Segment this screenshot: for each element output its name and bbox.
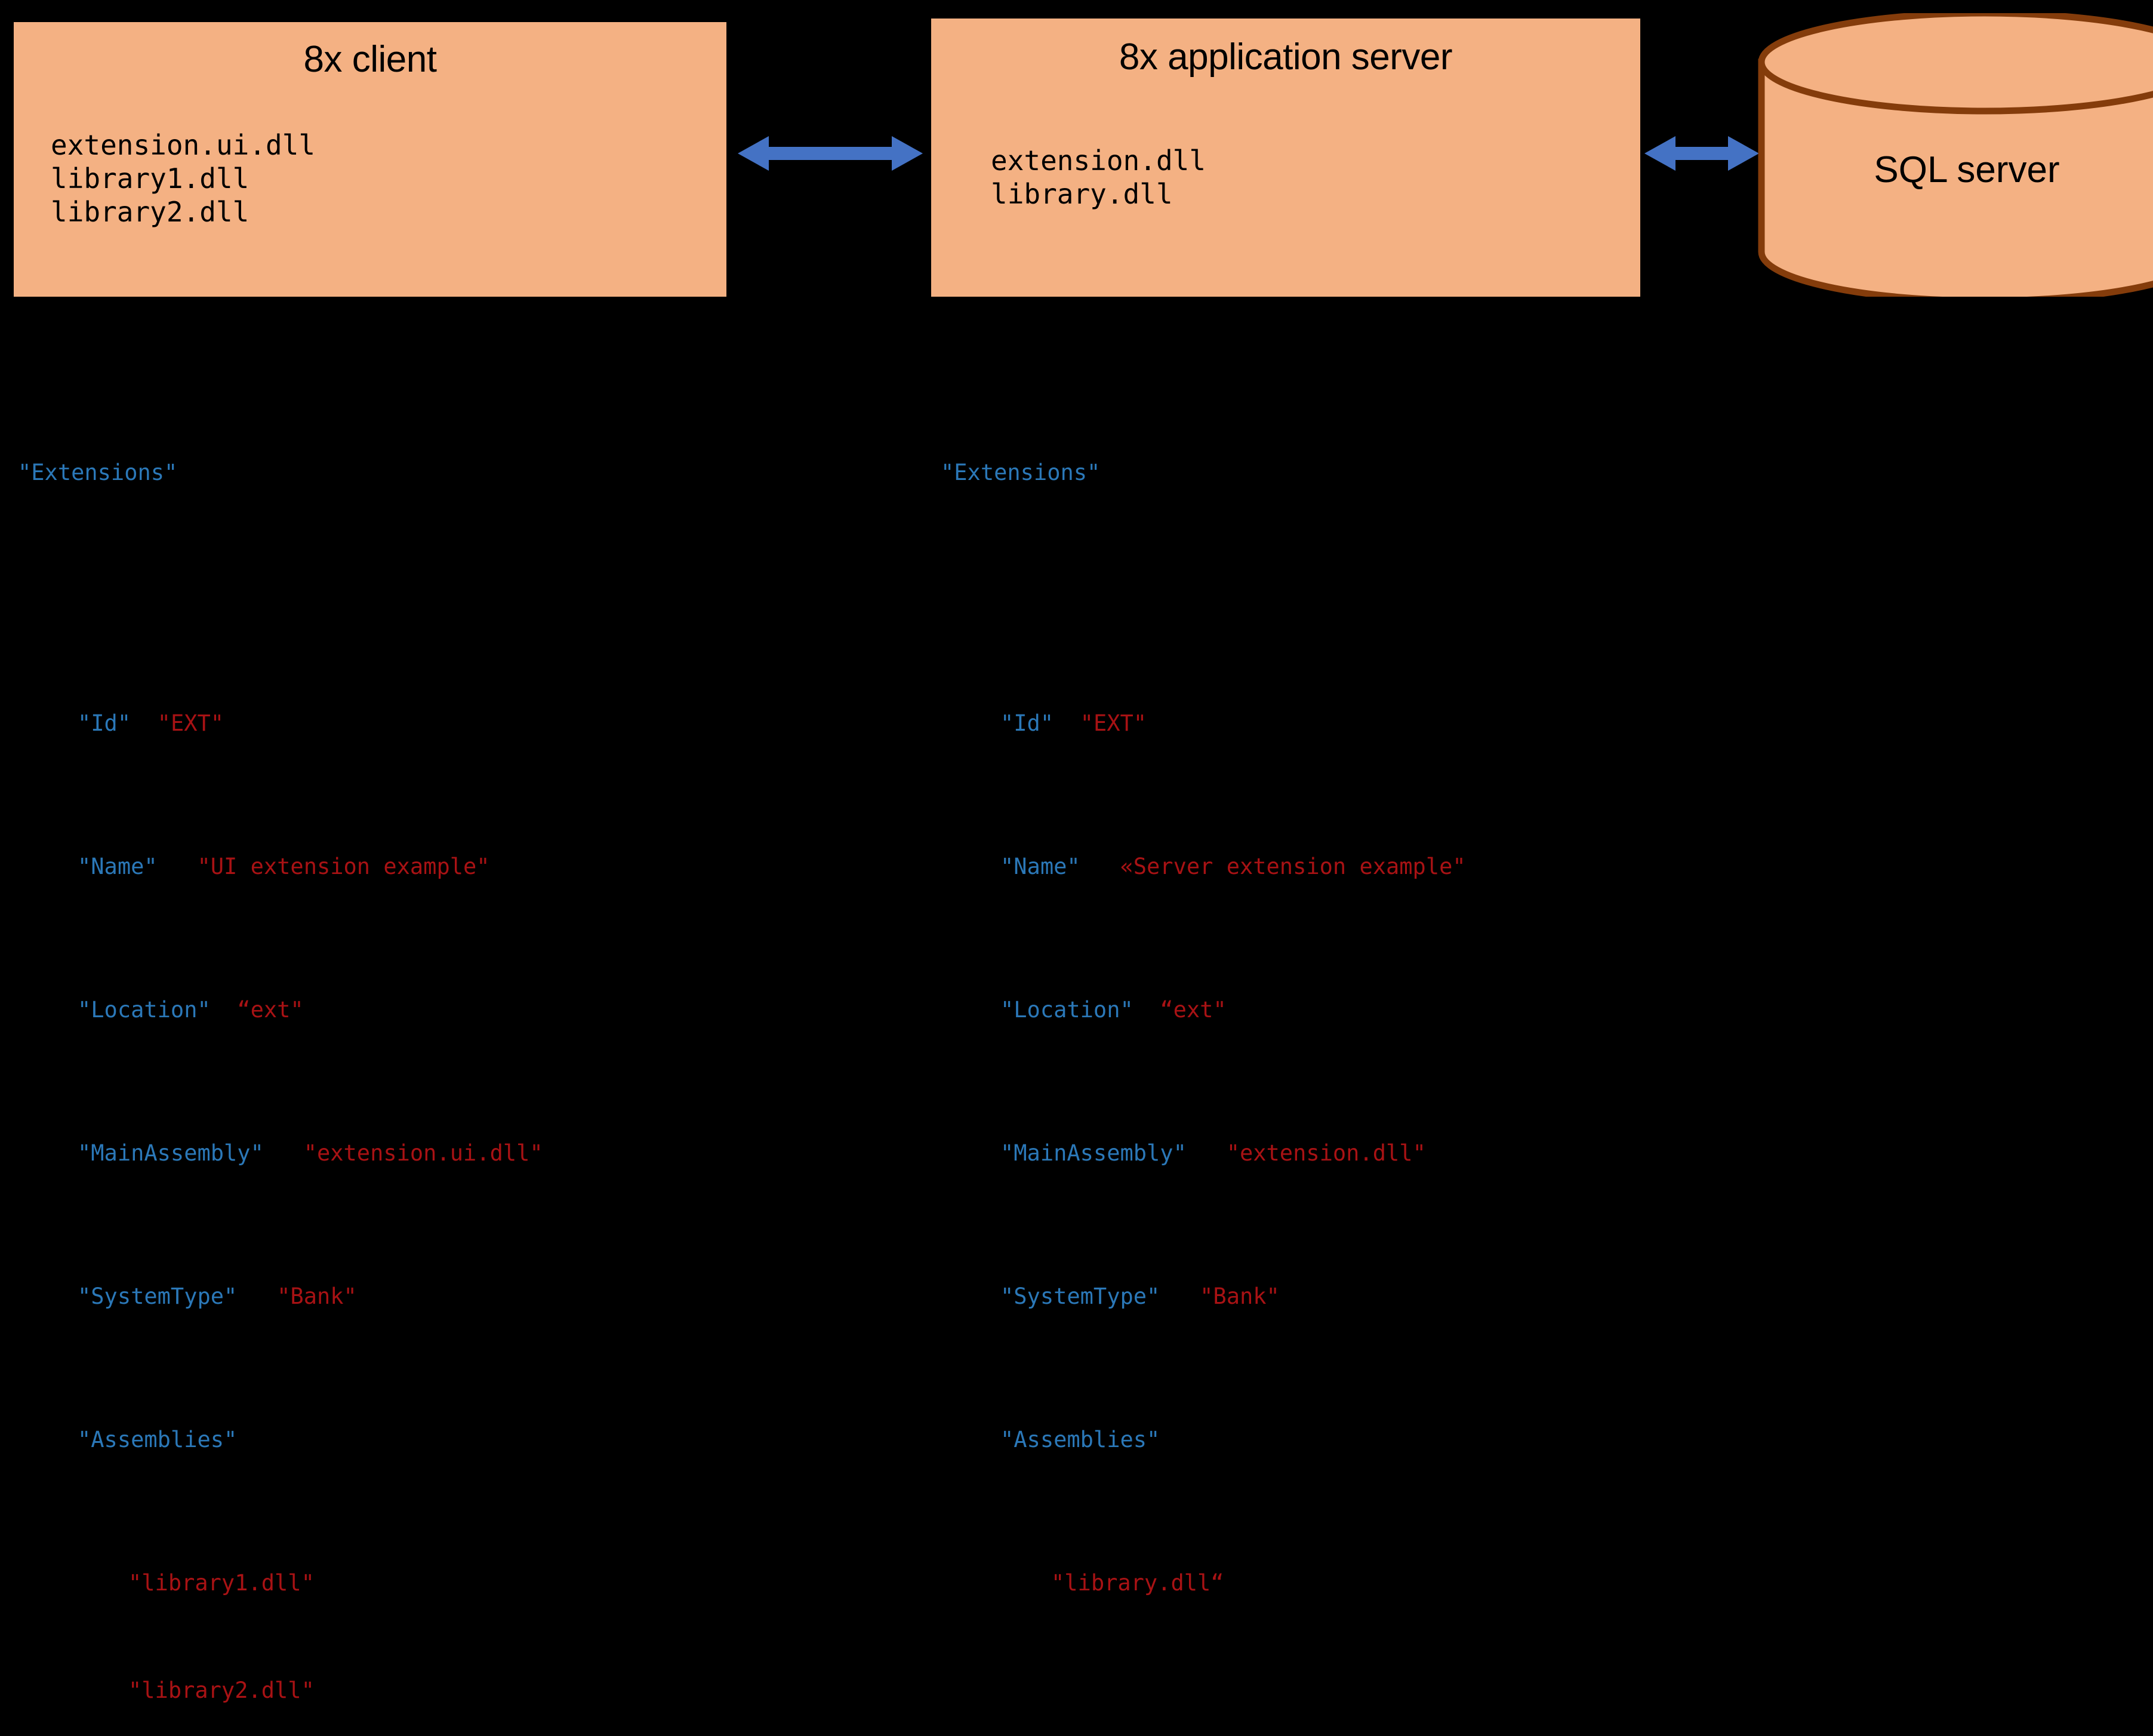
json-appserver-entry-systemtype: "SystemType" "Bank": [941, 1279, 1466, 1315]
json-config-appserver: "Extensions" "Id" "EXT" "Name" «Server e…: [941, 383, 1466, 1673]
json-appserver-root-key: "Extensions": [941, 460, 1101, 485]
database-cylinder-icon: [1758, 13, 2153, 297]
json-appserver-entry-systemtype-key: "SystemType": [1000, 1283, 1160, 1309]
json-appserver-entry-id-value: "EXT": [1080, 710, 1147, 736]
node-client-assembly-list: extension.ui.dll library1.dll library2.d…: [51, 129, 316, 228]
double-arrow-icon: [738, 136, 923, 171]
json-client-entry-systemtype-gap: [237, 1283, 277, 1309]
node-sql-server-title: SQL server: [1874, 149, 2060, 190]
json-client-entry-systemtype-key: "SystemType": [78, 1283, 238, 1309]
json-appserver-entry-mainassembly-key: "MainAssembly": [1000, 1140, 1187, 1166]
json-client-root-key: "Extensions": [18, 460, 178, 485]
json-appserver-entry-location-gap: [1134, 997, 1160, 1023]
json-appserver-spacer: [941, 562, 1466, 598]
json-client-entry-location-key: "Location": [78, 997, 211, 1023]
node-application-server-title: 8x application server: [1119, 36, 1453, 78]
json-appserver-entry-name-value: «Server extension example": [1120, 854, 1466, 879]
json-client-entry-location-value: “ext": [237, 997, 304, 1023]
node-sql-server[interactable]: SQL server: [1758, 13, 2153, 297]
json-client-entry-mainassembly-key: "MainAssembly": [78, 1140, 264, 1166]
connector-appserver-to-database[interactable]: [1644, 133, 1759, 174]
json-appserver-entry-mainassembly-value: "extension.dll": [1226, 1140, 1426, 1166]
json-appserver-entry-id-key: "Id": [1000, 710, 1054, 736]
json-client-assembly-0: "library1.dll": [128, 1570, 315, 1596]
json-client-entry-name-key: "Name": [78, 854, 158, 879]
json-client-entry-name: "Name" "UI extension example": [18, 849, 543, 885]
json-appserver-entry-location-value: “ext": [1160, 997, 1227, 1023]
json-client-entry-id-key: "Id": [78, 710, 131, 736]
json-appserver-entry-id-gap: [1054, 710, 1080, 736]
json-client-entry-id-gap: [131, 710, 158, 736]
node-application-server-assembly-list: extension.dll library.dll: [991, 144, 1206, 210]
json-client-entry-location-gap: [211, 997, 238, 1023]
json-client-entry-id-value: "EXT": [157, 710, 224, 736]
json-appserver-entry-name: "Name" «Server extension example": [941, 849, 1466, 885]
json-appserver-entry-name-gap: [1080, 854, 1120, 879]
json-client-assembly-1: "library2.dll": [128, 1677, 315, 1703]
json-client-entry-mainassembly-value: "extension.ui.dll": [303, 1140, 543, 1166]
json-client-entry-assemblies-key: "Assemblies": [78, 1427, 238, 1452]
json-appserver-entry-name-key: "Name": [1000, 854, 1080, 879]
json-client-entry-location: "Location" “ext": [18, 992, 543, 1028]
json-client-entry-id: "Id" "EXT": [18, 706, 543, 741]
json-appserver-entry-systemtype-gap: [1160, 1283, 1200, 1309]
json-client-entry-systemtype: "SystemType" "Bank": [18, 1279, 543, 1315]
json-client-spacer: [18, 562, 543, 598]
connector-client-to-appserver[interactable]: [738, 133, 923, 174]
node-client-title: 8x client: [303, 39, 437, 80]
json-client-entry-name-value: "UI extension example": [197, 854, 490, 879]
json-client-entry-mainassembly: "MainAssembly" "extension.ui.dll": [18, 1135, 543, 1171]
json-appserver-entry-id: "Id" "EXT": [941, 706, 1466, 741]
json-appserver-assembly-0: "library.dll“: [1051, 1570, 1224, 1596]
json-appserver-entry-systemtype-value: "Bank": [1200, 1283, 1280, 1309]
json-appserver-entry-mainassembly: "MainAssembly" "extension.dll": [941, 1135, 1466, 1171]
json-client-entry-mainassembly-gap: [264, 1140, 304, 1166]
node-application-server[interactable]: 8x application server extension.dll libr…: [931, 19, 1640, 297]
json-client-entry-name-gap: [158, 854, 198, 879]
diagram-canvas: 8x client extension.ui.dll library1.dll …: [14, 13, 2153, 1703]
json-appserver-entry-mainassembly-gap: [1187, 1140, 1227, 1166]
json-appserver-entry-location-key: "Location": [1000, 997, 1134, 1023]
json-client-entry-systemtype-value: "Bank": [277, 1283, 357, 1309]
json-config-client: "Extensions" "Id" "EXT" "Name" "UI exten…: [18, 383, 543, 1736]
double-arrow-icon: [1644, 136, 1759, 171]
json-appserver-entry-assemblies-key: "Assemblies": [1000, 1427, 1160, 1452]
node-client[interactable]: 8x client extension.ui.dll library1.dll …: [14, 22, 726, 297]
json-appserver-entry-location: "Location" “ext": [941, 992, 1466, 1028]
